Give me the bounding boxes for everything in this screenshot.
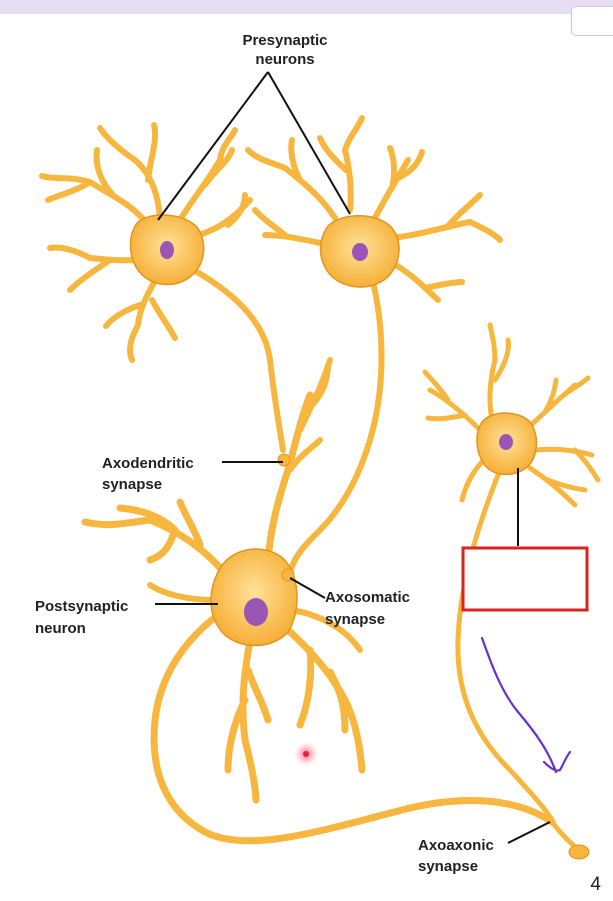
- label-axodendritic-line1: Axodendritic: [102, 455, 194, 472]
- label-postsynaptic-line2: neuron: [35, 620, 86, 637]
- top-toolbar-strip: [0, 0, 613, 14]
- nucleus-postsynaptic: [244, 598, 268, 626]
- leader-line-presynaptic-left: [157, 71, 269, 221]
- label-axoaxonic-line2: synapse: [418, 858, 478, 875]
- axon-terminal-bulb: [568, 844, 590, 860]
- label-axosomatic-line1: Axosomatic: [325, 589, 410, 606]
- page-number: 4: [590, 874, 601, 895]
- postsynaptic-neuron: [81, 357, 556, 845]
- leader-line-presynaptic-right: [267, 71, 351, 215]
- nucleus-axoaxonic-neuron: [499, 434, 513, 450]
- leader-line-axosomatic: [289, 577, 326, 599]
- label-presynaptic-line1: Presynaptic: [242, 32, 327, 49]
- axodendritic-synapse-knob: [277, 453, 291, 467]
- presynaptic-neuron-left: [39, 122, 286, 453]
- label-presynaptic-line2: neurons: [255, 51, 314, 68]
- presynaptic-neuron-right: [245, 115, 503, 575]
- label-axodendritic-line2: synapse: [102, 476, 162, 493]
- nucleus-presynaptic-right: [352, 243, 368, 261]
- corner-tab[interactable]: [571, 6, 613, 36]
- leader-line-axoaxonic: [507, 821, 551, 844]
- nucleus-presynaptic-left: [160, 241, 174, 259]
- leader-lines: [155, 71, 551, 844]
- axoaxonic-presynaptic-neuron: [422, 322, 601, 853]
- label-axosomatic-line2: synapse: [325, 611, 385, 628]
- laser-pointer-dot: [303, 751, 309, 757]
- pen-annotation-arrow: [480, 636, 572, 774]
- label-postsynaptic-line1: Postsynaptic: [35, 598, 128, 615]
- label-axoaxonic-line1: Axoaxonic: [418, 837, 494, 854]
- answer-box[interactable]: [461, 546, 589, 612]
